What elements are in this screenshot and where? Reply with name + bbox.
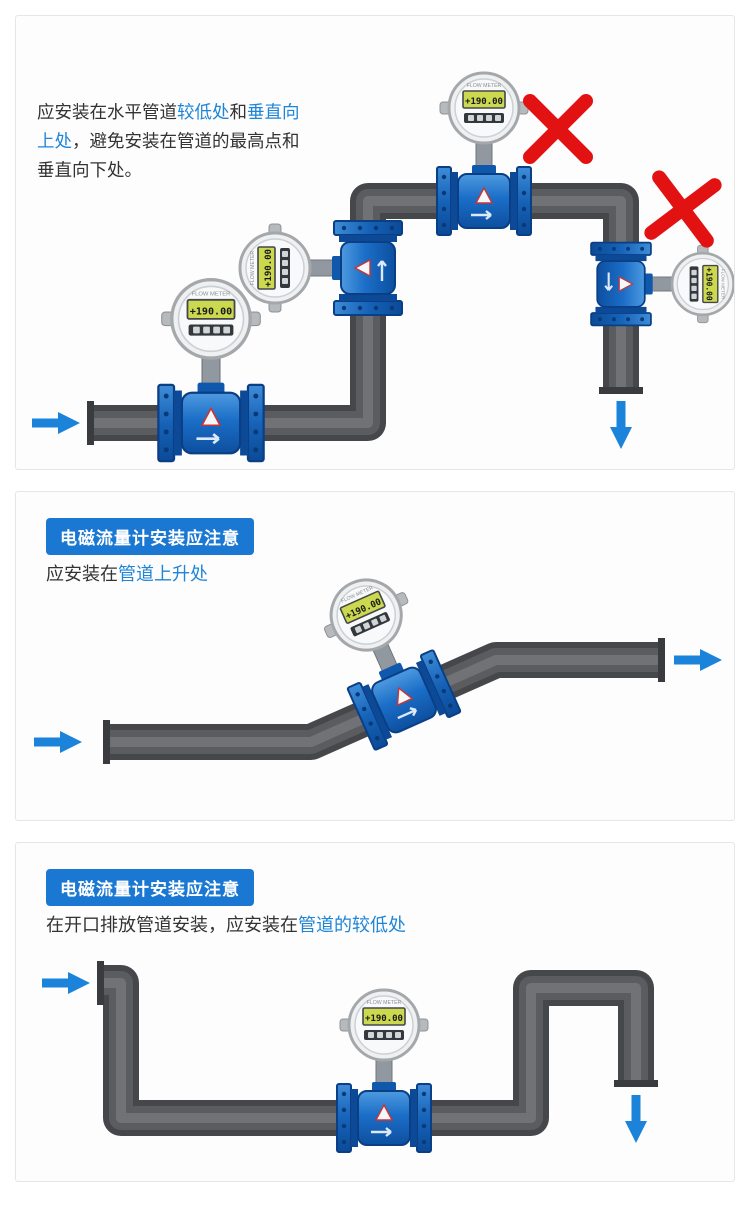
caption-highlight: 管道上升处	[118, 564, 208, 584]
note-highlight: 较低处	[177, 102, 230, 122]
note-text: 应安装在水平管道	[37, 102, 177, 122]
flowmeter-icon-low-point	[335, 988, 433, 1154]
flowmeter-icon-horizontal-low	[156, 277, 266, 463]
flow-out-arrow-icon	[610, 401, 632, 449]
panel2-diagram	[34, 562, 722, 764]
panel-rising-pipe-rule: 电磁流量计安装应注意 应安装在管道上升处	[15, 491, 735, 821]
note-highlight: 垂直向上处	[37, 102, 300, 152]
section-badge: 电磁流量计安装应注意	[46, 518, 254, 555]
panel2-caption: 应安装在管道上升处	[46, 560, 208, 586]
panel3-caption: 在开口排放管道安装，应安装在管道的较低处	[46, 911, 406, 937]
note-text: 和	[229, 102, 248, 122]
flow-in-arrow-icon	[42, 972, 90, 994]
note-text: ，避免安装在管道的最高点和垂直向下处。	[37, 131, 300, 181]
flowmeter-icon-vertical-up	[238, 219, 404, 317]
panel-horizontal-install-rules: 应安装在水平管道较低处和垂直向上处，避免安装在管道的最高点和垂直向下处。	[15, 15, 735, 470]
panel-open-discharge-rule: 电磁流量计安装应注意 在开口排放管道安装，应安装在管道的较低处	[15, 842, 735, 1182]
wrong-mark-icon	[651, 177, 714, 240]
caption-text: 应安装在	[46, 564, 118, 584]
caption-text: 在开口排放管道安装，应安装在	[46, 915, 298, 935]
flow-out-arrow-icon	[625, 1095, 647, 1143]
pipe-open-end	[103, 720, 110, 764]
pipe-open-end	[658, 638, 665, 682]
pipe-open-end	[87, 401, 94, 445]
section-badge: 电磁流量计安装应注意	[46, 869, 254, 906]
caption-highlight: 管道的较低处	[298, 915, 406, 935]
flowmeter-icon-vertical-down-wrong	[589, 241, 734, 327]
flow-out-arrow-icon	[674, 649, 722, 671]
flow-in-arrow-icon	[32, 412, 80, 434]
panel1-diagram	[32, 71, 734, 463]
pipe-open-end	[97, 961, 104, 1005]
pipe-open-end	[599, 387, 643, 394]
panel1-note: 应安装在水平管道较低处和垂直向上处，避免安装在管道的最高点和垂直向下处。	[37, 98, 305, 186]
pipe-run	[97, 961, 658, 1136]
panel3-diagram	[42, 961, 658, 1154]
wrong-mark-icon	[530, 101, 586, 157]
flowmeter-icon-top-wrong	[435, 71, 533, 237]
flow-in-arrow-icon	[34, 731, 82, 753]
pipe-open-end	[614, 1080, 658, 1087]
